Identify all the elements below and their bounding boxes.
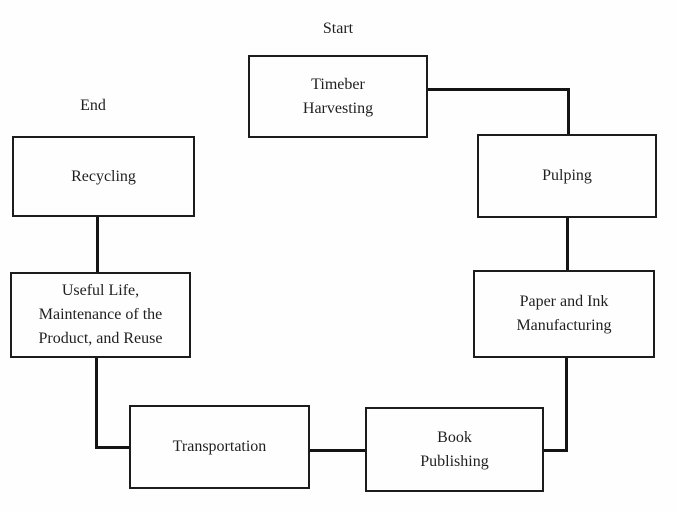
edge-timber-to-pulping-horizontal — [428, 88, 570, 91]
edge-useful-life-to-recycling — [96, 216, 99, 274]
node-paper-and-ink-manufacturing: Paper and Ink Manufacturing — [473, 270, 655, 358]
node-recycling: Recycling — [12, 136, 195, 217]
edge-transportation-to-useful-life-vertical — [95, 356, 98, 449]
node-label: Book Publishing — [420, 428, 489, 470]
edge-book-to-transportation — [308, 449, 367, 452]
node-pulping: Pulping — [477, 134, 657, 218]
edge-paper-ink-to-book-vertical — [565, 356, 568, 452]
node-label: Pulping — [542, 167, 592, 184]
start-label: Start — [322, 20, 354, 37]
end-label: End — [80, 97, 106, 114]
node-label: Paper and Ink Manufacturing — [516, 293, 612, 334]
node-useful-life-maintenance-reuse: Useful Life, Maintenance of the Product,… — [10, 272, 191, 358]
node-label: Recycling — [71, 167, 136, 185]
edge-pulping-to-paper-ink — [566, 216, 569, 272]
node-label: Transportation — [172, 438, 267, 455]
node-timber-harvesting: Timeber Harvesting — [248, 55, 428, 138]
node-label: Useful Life, Maintenance of the Product,… — [38, 282, 163, 347]
edge-paper-ink-to-book-horizontal — [542, 449, 568, 452]
node-book-publishing: Book Publishing — [365, 407, 544, 492]
node-transportation: Transportation — [129, 405, 310, 489]
node-label: Timeber Harvesting — [302, 75, 374, 117]
edge-timber-to-pulping-vertical — [567, 88, 570, 136]
edge-transportation-to-useful-life-horizontal — [95, 446, 131, 449]
